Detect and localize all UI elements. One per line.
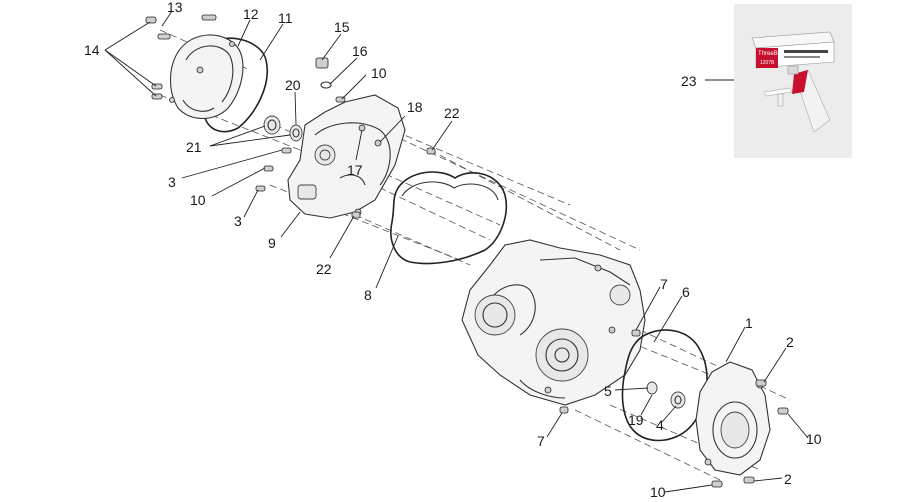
cover-gasket: [390, 171, 508, 265]
callout-5: 5: [604, 383, 612, 399]
callout-3-lower: 3: [234, 213, 242, 229]
sealant-package-illustration: ThreeBond 1207B: [751, 31, 835, 133]
callout-15: 15: [334, 19, 350, 35]
callout-10-right: 10: [806, 431, 822, 447]
screws-cover-outer: [145, 14, 217, 100]
callout-22-bottom: 22: [316, 261, 332, 277]
callout-20: 20: [285, 77, 301, 93]
callout-16: 16: [352, 43, 368, 59]
callout-17: 17: [347, 162, 363, 178]
callout-labels: 13 12 11 14 15 16 10 20 18 22 21 17 3 10…: [84, 0, 822, 500]
clutch-cover-outer: [169, 34, 268, 133]
callout-22-top: 22: [444, 105, 460, 121]
callout-6: 6: [682, 284, 690, 300]
callout-4: 4: [656, 417, 664, 433]
ignition-cover: [695, 361, 771, 476]
callout-9: 9: [268, 235, 276, 251]
seals: [263, 115, 303, 142]
crankcase: [461, 239, 646, 406]
callout-1: 1: [745, 315, 753, 331]
plug: [315, 57, 332, 89]
leader-lines: [104, 10, 809, 493]
callout-10-left: 10: [190, 192, 206, 208]
callout-13: 13: [167, 0, 183, 15]
callout-8: 8: [364, 287, 372, 303]
callout-2-upper: 2: [786, 334, 794, 350]
callout-23: 23: [681, 73, 697, 89]
callout-10-top: 10: [371, 65, 387, 81]
sealant-photo-inset: ThreeBond 1207B: [734, 4, 852, 158]
callout-7-lower: 7: [537, 433, 545, 449]
ignition-gasket: [621, 329, 708, 442]
callout-12: 12: [243, 6, 259, 22]
callout-21: 21: [186, 139, 202, 155]
product-code: 1207B: [760, 60, 775, 66]
small-fasteners: [255, 96, 436, 219]
callout-18: 18: [407, 99, 423, 115]
callout-19: 19: [628, 412, 644, 428]
product-brand: ThreeBond: [758, 51, 788, 57]
callout-10-bottom: 10: [650, 484, 666, 500]
callout-3-upper: 3: [168, 174, 176, 190]
callout-11: 11: [278, 10, 293, 26]
inner-cover: [287, 94, 406, 219]
callout-2-lower: 2: [784, 471, 792, 487]
callout-7-upper: 7: [660, 276, 668, 292]
callout-14: 14: [84, 42, 100, 58]
